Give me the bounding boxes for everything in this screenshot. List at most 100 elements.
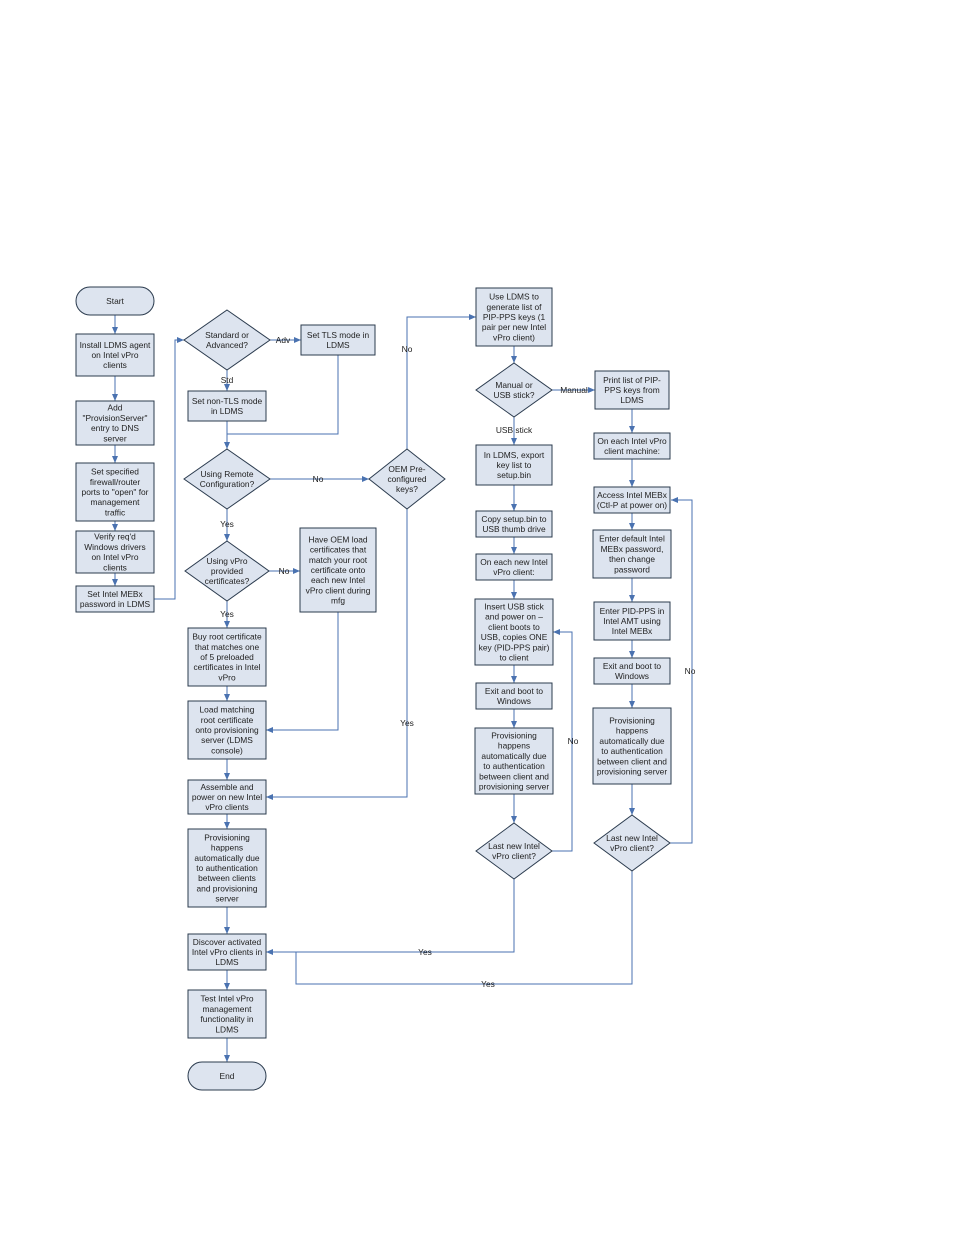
node-text-line: USB, copies ONE <box>481 632 548 642</box>
node-text-line: Buy root certificate <box>192 632 262 642</box>
node-text-line: LDMS <box>215 1024 239 1034</box>
node-text-line: LDMS <box>620 395 644 405</box>
connector-label-yes-oem: Yes <box>400 718 414 728</box>
node-text-line: vPro client) <box>493 332 535 342</box>
node-text-line: Enter PID-PPS in <box>600 606 665 616</box>
node-text-line: then change <box>609 554 655 564</box>
node-text-line: Start <box>106 296 124 306</box>
node-text-line: Verify req'd <box>94 532 136 542</box>
node-text-line: certificates? <box>205 576 250 586</box>
node-text-line: provisioning server <box>479 782 549 792</box>
node-text-line: Windows drivers <box>84 542 145 552</box>
edge-oem-assemble <box>266 509 408 800</box>
node-text-line: LDMS <box>326 340 350 350</box>
edge-lastusb-discover <box>266 879 515 955</box>
node-text-line: happens <box>616 726 648 736</box>
node-text-line: Last new Intel <box>606 833 658 843</box>
edge-lastman-loop <box>670 497 693 844</box>
node-end: End <box>187 1061 267 1091</box>
connector-label-usb-stick: USB stick <box>496 425 533 435</box>
node-text-line: to authentication <box>196 863 258 873</box>
node-text-line: to authentication <box>483 761 545 771</box>
node-text-line: server <box>103 433 126 443</box>
flow-connectors <box>112 314 693 1062</box>
node-text-line: and provisioning <box>197 883 258 893</box>
node-text-line: happens <box>211 843 243 853</box>
node-access: Access Intel MEBx(Ctl-P at power on) <box>593 486 671 514</box>
node-text-line: Standard or <box>205 330 249 340</box>
connector-label-adv: Adv <box>276 335 291 345</box>
node-text-line: In LDMS, export <box>484 450 545 460</box>
node-text-line: to client <box>500 653 530 663</box>
node-text-line: client boots to <box>488 622 540 632</box>
node-text-line: PPS keys from <box>604 385 659 395</box>
node-text-line: server <box>215 894 238 904</box>
connector-label-no-usb-loop: No <box>568 736 579 746</box>
node-text-line: certificates in Intel <box>193 662 260 672</box>
node-text-line: OEM Pre- <box>388 464 425 474</box>
node-text-line: provisioning server <box>597 767 667 777</box>
node-text-line: Intel AMT using <box>603 616 661 626</box>
edge-mebx-stdadv <box>154 337 184 600</box>
node-text-line: PIP-PPS keys (1 <box>483 312 546 322</box>
node-text-line: Intel vPro clients in <box>192 947 263 957</box>
node-text-line: configured <box>387 474 426 484</box>
node-text-line: Load matching <box>200 705 255 715</box>
node-text-line: automatically due <box>194 853 260 863</box>
node-text-line: Using vPro <box>207 556 248 566</box>
connector-label-manual: Manual <box>560 385 588 395</box>
node-text-line: Using Remote <box>200 469 253 479</box>
node-text-line: MEBx password, <box>601 544 664 554</box>
connector-label-no-cert: No <box>279 566 290 576</box>
node-text-line: on Intel vPro <box>91 350 138 360</box>
node-start: Start <box>75 286 155 316</box>
node-text-line: clients <box>103 360 127 370</box>
node-text-line: entry to DNS <box>91 423 139 433</box>
node-text-line: console) <box>211 745 243 755</box>
node-text-line: management <box>203 1004 253 1014</box>
node-text-line: Copy setup.bin to <box>481 514 547 524</box>
node-text-line: pair per new Intel <box>482 322 546 332</box>
node-text-line: Provisioning <box>609 716 655 726</box>
node-text-line: Use LDMS to <box>489 292 539 302</box>
node-text-line: key (PID-PPS pair) <box>479 642 550 652</box>
node-text-line: On each new Intel <box>480 557 548 567</box>
node-text-line: between client and <box>597 756 667 766</box>
node-text-line: that matches one <box>195 642 260 652</box>
node-text-line: Install LDMS agent <box>80 340 151 350</box>
node-text-line: server (LDMS <box>201 735 253 745</box>
node-text-line: mfg <box>331 596 345 606</box>
node-text-line: (Ctl-P at power on) <box>597 500 667 510</box>
node-text-line: and power on – <box>485 612 543 622</box>
node-text-line: Windows <box>615 671 649 681</box>
node-text-line: root certificate <box>201 715 254 725</box>
node-text-line: provided <box>211 566 243 576</box>
edge-tls-merge <box>227 355 339 435</box>
node-text-line: Provisioning <box>204 832 250 842</box>
node-text-line: onto provisioning <box>195 725 259 735</box>
node-text-line: keys? <box>396 484 418 494</box>
connector-label-yes-usb-done: Yes <box>418 947 432 957</box>
node-text-line: Add <box>108 403 123 413</box>
node-text-line: in LDMS <box>211 406 244 416</box>
node-text-line: Windows <box>497 696 531 706</box>
connector-label-no-remote: No <box>313 474 324 484</box>
edge-oemload-loadroot <box>266 612 339 733</box>
node-text-line: firewall/router <box>90 477 140 487</box>
node-text-line: management <box>91 497 141 507</box>
